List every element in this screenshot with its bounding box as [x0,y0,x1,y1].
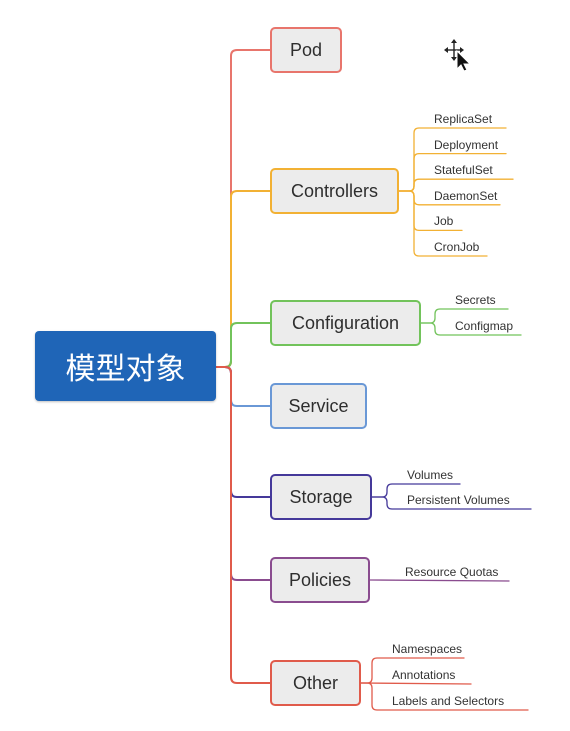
branch-node-controllers[interactable]: Controllers [270,168,399,214]
connector-line [360,682,529,711]
leaf-node[interactable]: Secrets [455,293,496,307]
branch-node-storage[interactable]: Storage [270,474,372,520]
leaf-node[interactable]: Resource Quotas [405,565,499,579]
leaf-node[interactable]: Labels and Selectors [392,694,505,708]
connector-line [215,190,271,368]
leaf-node[interactable]: Namespaces [392,642,463,656]
branch-node-pod[interactable]: Pod [270,27,342,73]
connector-line [215,49,271,368]
leaf-node[interactable]: Job [434,214,454,229]
move-cursor-icon [444,39,472,71]
branch-node-service[interactable]: Service [270,383,367,429]
leaf-node[interactable]: Persistent Volumes [407,493,510,507]
leaf-node[interactable]: Volumes [407,468,454,482]
leaf-node[interactable]: Annotations [392,668,456,682]
connector-line [360,682,472,685]
connector-line [215,322,271,368]
leaf-node[interactable]: ReplicaSet [434,112,493,126]
connector-line [420,322,522,336]
connector-line [215,366,271,581]
connector-line [371,496,532,510]
leaf-node[interactable]: Deployment [434,137,499,152]
connector-line [215,366,271,407]
branch-node-configuration[interactable]: Configuration [270,300,421,346]
leaf-node[interactable]: DaemonSet [434,188,498,203]
root-node[interactable]: 模型对象 [35,331,216,401]
connector-line [215,366,271,684]
branch-node-policies[interactable]: Policies [270,557,370,603]
connector-line [398,190,488,257]
connector-line [215,366,271,498]
leaf-node[interactable]: StatefulSet [434,163,493,178]
leaf-node[interactable]: CronJob [434,240,480,254]
connector-line [369,579,510,582]
leaf-node[interactable]: Configmap [455,319,514,333]
branch-node-other[interactable]: Other [270,660,361,706]
